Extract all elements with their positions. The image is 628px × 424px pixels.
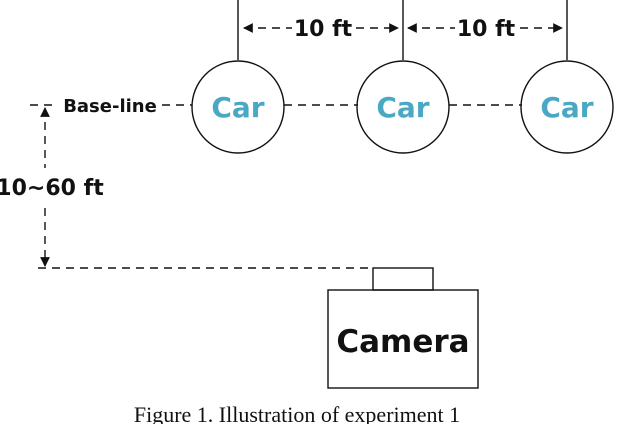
car-1: Car xyxy=(191,60,285,154)
camera-lens xyxy=(372,267,434,291)
camera: Camera xyxy=(327,267,479,389)
car-3-label: Car xyxy=(540,91,593,124)
car-3: Car xyxy=(520,60,614,154)
spacing-label-2: 10 ft xyxy=(457,17,516,42)
car-2: Car xyxy=(356,60,450,154)
figure-caption: Figure 1. Illustration of experiment 1 xyxy=(134,402,460,424)
camera-label: Camera xyxy=(336,324,469,360)
distance-label: 10~60 ft xyxy=(0,176,104,201)
car-2-label: Car xyxy=(376,91,429,124)
car-1-label: Car xyxy=(211,91,264,124)
spacing-label-1: 10 ft xyxy=(294,17,353,42)
baseline-label: Base-line xyxy=(63,96,157,117)
camera-body xyxy=(327,289,479,389)
